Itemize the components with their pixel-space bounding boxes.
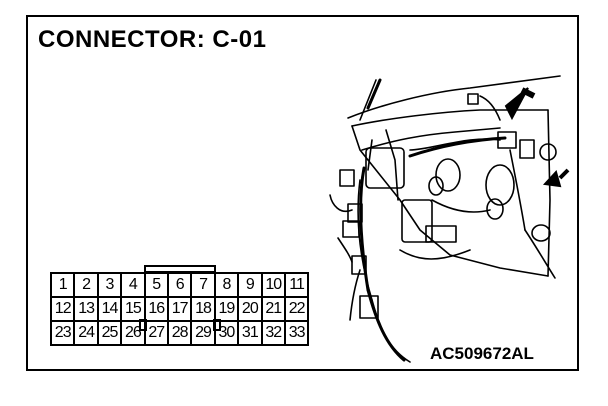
pin-20: 20	[239, 298, 263, 322]
pin-8: 8	[215, 274, 240, 298]
pin-16: 16	[145, 298, 169, 322]
pin-12: 12	[52, 298, 76, 322]
pin-17: 17	[168, 298, 193, 322]
pin-13: 13	[75, 298, 99, 322]
pin-21: 21	[262, 298, 286, 322]
pin-5: 5	[145, 274, 169, 298]
pin-10: 10	[262, 274, 286, 298]
connector-pin-grid: 1 2 3 4 5 6 7 8 9 10 11 12 13 14 15 16 1…	[50, 272, 310, 346]
pin-32: 32	[262, 322, 286, 346]
pin-15: 15	[122, 298, 146, 322]
pin-33: 33	[285, 322, 310, 346]
connector-title: CONNECTOR: C-01	[38, 26, 267, 53]
pin-1: 1	[52, 274, 76, 298]
pin-28: 28	[168, 322, 193, 346]
diagram-frame	[26, 15, 579, 371]
pin-23: 23	[52, 322, 76, 346]
pin-27: 27	[145, 322, 169, 346]
pin-3: 3	[98, 274, 123, 298]
pin-7: 7	[192, 274, 216, 298]
pin-18: 18	[192, 298, 216, 322]
pin-14: 14	[98, 298, 123, 322]
figure-code: AC509672AL	[430, 344, 534, 363]
pin-19: 19	[215, 298, 240, 322]
pin-4: 4	[122, 274, 146, 298]
pin-29: 29	[192, 322, 216, 346]
pin-2: 2	[75, 274, 99, 298]
pin-9: 9	[239, 274, 263, 298]
pin-11: 11	[285, 274, 310, 298]
pin-6: 6	[168, 274, 193, 298]
pin-24: 24	[75, 322, 99, 346]
pin-26: 26	[122, 322, 146, 346]
pin-22: 22	[285, 298, 310, 322]
pin-31: 31	[239, 322, 263, 346]
pin-30: 30	[215, 322, 240, 346]
pin-25: 25	[98, 322, 123, 346]
